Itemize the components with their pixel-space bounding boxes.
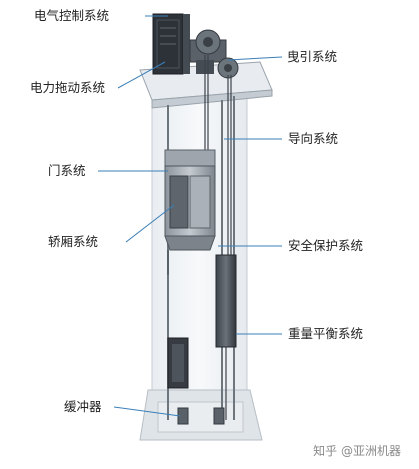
leader-lines <box>98 15 283 417</box>
elevator-car <box>164 149 216 275</box>
traction-machine <box>189 29 239 79</box>
compensation-panel <box>167 337 189 389</box>
label-safety: 安全保护系统 <box>288 238 364 253</box>
label-door: 门系统 <box>48 163 86 178</box>
label-traction: 曳引系统 <box>287 49 338 64</box>
label-counterweight: 重量平衡系统 <box>288 326 364 341</box>
counterweight <box>215 254 237 420</box>
leader-traction-drive <box>117 61 166 89</box>
label-car: 轿厢系统 <box>48 234 99 249</box>
leader-traction <box>227 56 283 61</box>
control-cabinet <box>152 13 190 75</box>
watermark: 知乎 @亚洲机器 <box>313 444 401 458</box>
shaft <box>139 94 263 441</box>
leader-car <box>125 204 175 243</box>
hoist-ropes <box>204 55 232 255</box>
label-guide: 导向系统 <box>288 131 339 146</box>
label-electrical-control: 电气控制系统 <box>34 8 110 23</box>
label-buffer: 缓冲器 <box>64 399 102 414</box>
leader-buffer <box>113 406 181 417</box>
label-traction-drive: 电力拖动系统 <box>30 80 106 95</box>
